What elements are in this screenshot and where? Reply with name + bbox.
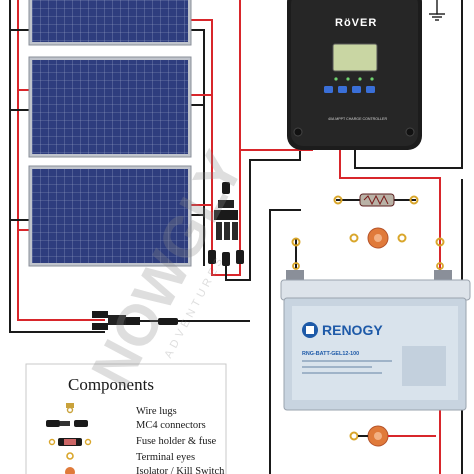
renogy-logo-icon [302, 322, 318, 338]
controller-brand: RöVER [335, 17, 377, 29]
panel1-positive-out [189, 19, 213, 256]
positive-wire-left-bus [17, 0, 31, 91]
fuse-holder-icon [333, 193, 419, 207]
legend: Components Wire lugs MC4 connectors Fuse… [25, 363, 227, 474]
controller-button-2 [338, 86, 347, 93]
fuse-icon [48, 438, 92, 446]
legend-title: Components [68, 375, 154, 394]
battery-negative-return [269, 209, 301, 474]
wire-lug-icon [66, 403, 74, 414]
legend-box [25, 363, 227, 474]
controller-model: 40A MPPT CHARGE CONTROLLER [328, 117, 387, 121]
legend-item-terminal-eyes: Terminal eyes [136, 452, 195, 463]
controller-button-3 [352, 86, 361, 93]
ground-icon [429, 13, 445, 21]
controller-display [332, 43, 378, 72]
positive-wire-left-bus-2 [17, 89, 105, 321]
controller-button-1 [324, 86, 333, 93]
solar-panel-3 [28, 165, 192, 267]
mc4-horizontal-connector [92, 311, 250, 330]
mc4-branch-connector [208, 182, 244, 266]
solar-panel-2 [28, 56, 192, 158]
controller-led-2 [346, 77, 350, 81]
controller-led-3 [358, 77, 362, 81]
charge-controller: RöVER 40A MPPT CHARGE CONTROLLER [287, 0, 422, 150]
controller-led-4 [370, 77, 374, 81]
controller-screw-left [293, 127, 303, 137]
legend-terminal-eye-icon [66, 452, 74, 460]
legend-item-fuse: Fuse holder & fuse [136, 436, 217, 447]
battery-positive-wire [339, 147, 441, 269]
isolator-switch-bottom-icon [349, 425, 436, 447]
battery-brand: RENOGY [322, 322, 383, 338]
battery-model: RNG-BATT-GEL12-100 [302, 351, 359, 357]
battery-lid [280, 279, 471, 301]
solar-panel-1 [28, 0, 192, 46]
isolator-switch-icon [349, 227, 407, 249]
pv-negative-to-controller [225, 147, 301, 281]
terminal-eye-icon [291, 237, 445, 270]
legend-item-isolator: Isolator / Kill Switch [136, 466, 225, 474]
battery-negative-wire [354, 0, 463, 169]
legend-isolator-icon [65, 467, 75, 474]
controller-led-1 [334, 77, 338, 81]
mc4-connector-icon [46, 420, 88, 427]
legend-item-mc4: MC4 connectors [136, 420, 206, 431]
panel1-negative-out [189, 29, 205, 266]
controller-screw-right [405, 127, 415, 137]
legend-item-wire-lugs: Wire lugs [136, 406, 177, 417]
controller-button-4 [366, 86, 375, 93]
battery: RENOGY RNG-BATT-GEL12-100 [280, 270, 471, 411]
